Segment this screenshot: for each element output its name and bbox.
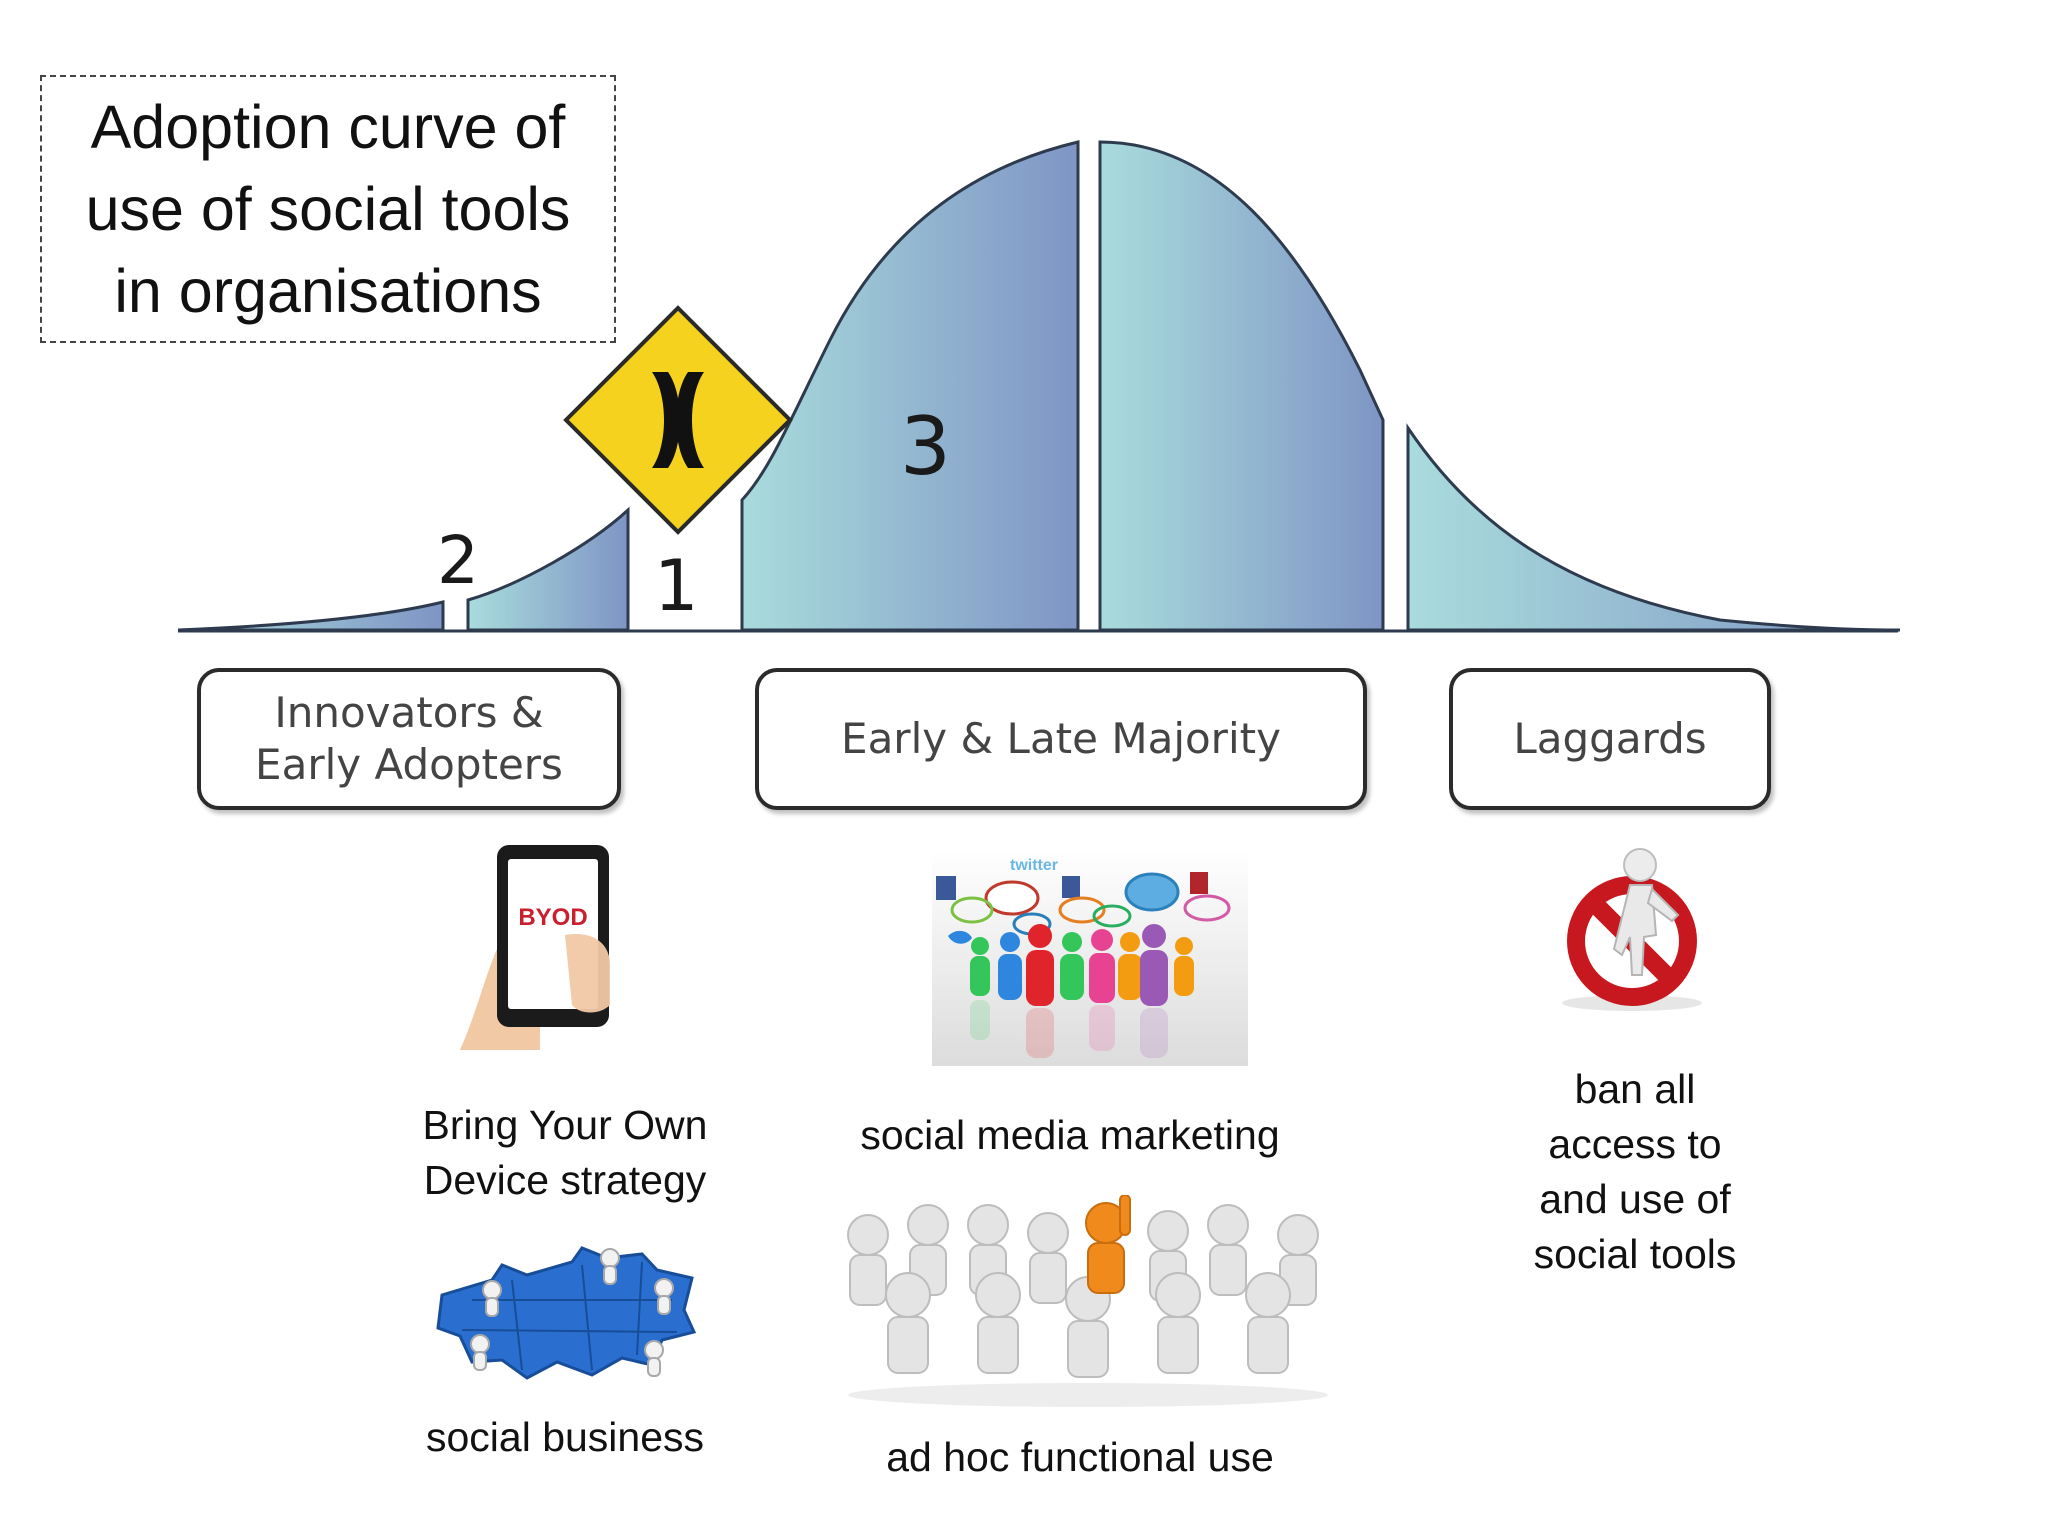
segment-innovators-early-adopters: Innovators & Early Adopters: [197, 668, 621, 810]
marker-3: 3: [900, 400, 951, 493]
ban-no-entry-icon: [1562, 848, 1702, 1011]
caption-byod: Bring Your Own Device strategy: [422, 1102, 708, 1203]
marker-1: 1: [654, 545, 699, 627]
segment-label: Early & Late Majority: [841, 714, 1281, 763]
audience-meeting-icon: [847, 1195, 1328, 1407]
curve-segment-laggards: [1406, 423, 1901, 632]
segment-label: Innovators & Early Adopters: [255, 688, 563, 789]
social-media-people-icon: twitter: [932, 850, 1248, 1066]
curve-segment-early-adopters: [466, 506, 630, 632]
svg-text:twitter: twitter: [1010, 857, 1058, 874]
segment-label: Laggards: [1513, 714, 1707, 763]
segment-laggards: Laggards: [1449, 668, 1771, 810]
caption-ban-all-access: ban all access to and use of social tool…: [1533, 1066, 1737, 1277]
narrow-bridge-sign-icon: [563, 305, 793, 535]
segment-early-late-majority: Early & Late Majority: [755, 668, 1367, 810]
puzzle-team-icon: [436, 1246, 697, 1380]
curve-segment-innovators: [177, 600, 445, 632]
caption-social-business: social business: [425, 1414, 705, 1460]
caption-ad-hoc-use: ad hoc functional use: [886, 1434, 1274, 1480]
curve-segment-early-majority: [740, 140, 1080, 632]
adoption-curve: [177, 140, 1901, 633]
diagram-title: Adoption curve of use of social tools in…: [40, 75, 616, 343]
byod-image-text: BYOD: [518, 904, 587, 931]
caption-social-media-marketing: social media marketing: [860, 1112, 1280, 1158]
marker-2: 2: [437, 522, 479, 599]
byod-tablet-icon: BYOD: [460, 845, 610, 1050]
curve-segment-late-majority: [1098, 140, 1385, 632]
